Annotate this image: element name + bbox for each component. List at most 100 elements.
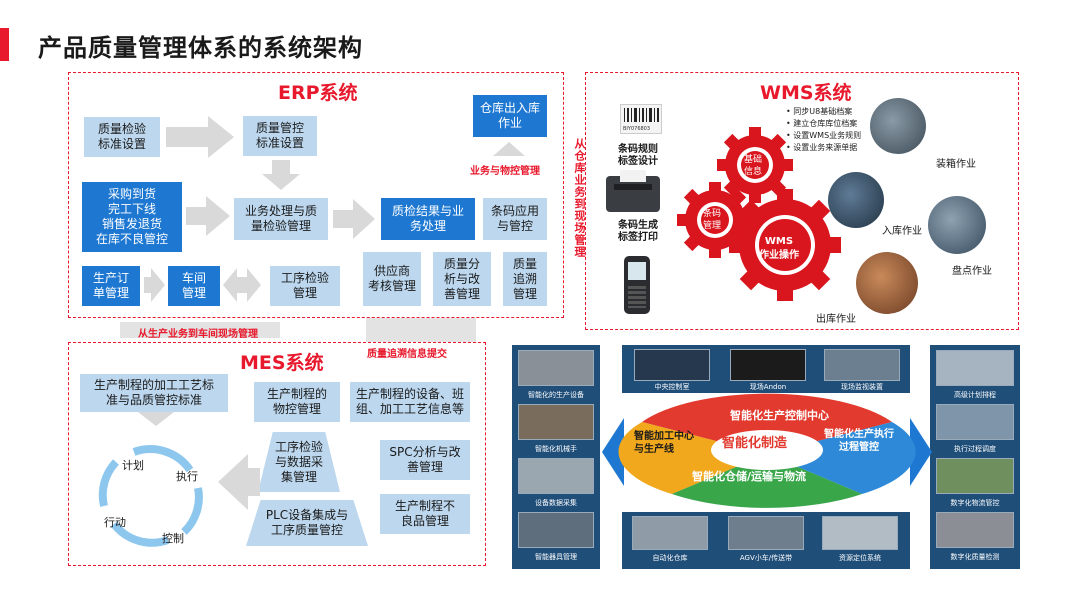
wms-bullets: • 同步U8基础档案 • 建立仓库库位档案 • 设置WMS业务规则 • 设置业务… <box>786 106 861 154</box>
mes-material-mgmt: 生产制程的 物控管理 <box>254 382 340 422</box>
erp-qc-control-std: 质量管控 标准设置 <box>243 116 317 156</box>
wms-op-packing: 装箱作业 <box>936 159 976 170</box>
thumb-label: 资源定位系统 <box>839 554 881 562</box>
smart-top: 智能化生产控制中心 <box>730 409 829 422</box>
wms-bullet: • 设置业务来源单据 <box>786 143 858 152</box>
erp-barcode-app: 条码应用 与管控 <box>483 198 547 240</box>
arrow-band-up <box>366 318 476 342</box>
erp-biz-quality: 业务处理与质 量检验管理 <box>234 198 328 240</box>
barcode-icon <box>624 108 659 122</box>
side-label: 从仓库业务到现场管理 <box>573 138 586 258</box>
thumb-label: 高级计划排程 <box>954 391 996 399</box>
arrow-right <box>333 210 355 228</box>
arrow-right <box>144 277 152 293</box>
wms-op-inbound: 入库作业 <box>882 226 922 237</box>
erp-title: ERP系统 <box>278 82 358 104</box>
wms-barcode-print: 条码生成 标签打印 <box>618 220 658 243</box>
arrow-head-left <box>218 454 248 510</box>
arrow-head-down <box>138 412 174 426</box>
arrow-head <box>262 174 300 190</box>
thumb-central-control <box>634 349 710 381</box>
smart-center: 智能化制造 <box>722 436 788 451</box>
arrow-down <box>272 160 290 174</box>
mes-panel <box>68 342 486 566</box>
thumb-aps <box>936 350 1014 386</box>
mes-process-std: 生产制程的加工工艺标 准与品质管控标准 <box>80 374 228 412</box>
wms-panel <box>585 72 1019 330</box>
thumb-label: 自动化仓库 <box>652 554 688 562</box>
label-biz-material: 业务与物控管理 <box>470 166 540 177</box>
thumb-smart-equipment <box>518 350 594 386</box>
thumb-label: 数字化物流管控 <box>950 499 1000 507</box>
printer-label <box>620 170 646 182</box>
thumb-tooling <box>518 512 594 548</box>
printer-slot <box>614 184 652 190</box>
thumb-label: 智能化的生产设备 <box>528 391 584 399</box>
wms-bullet: • 设置WMS业务规则 <box>786 131 862 140</box>
arrow-head <box>206 196 230 236</box>
outbound-photo <box>856 252 918 314</box>
erp-process-inspect: 工序检验 管理 <box>270 266 340 306</box>
thumb-data-collect <box>518 458 594 494</box>
scanner-keypad <box>628 286 646 308</box>
arrow-head-left <box>223 268 237 302</box>
thumb-label: 智能器具管理 <box>535 553 577 561</box>
label-trace-submit: 质量追溯信息提交 <box>367 349 447 360</box>
thumb-agv <box>728 516 804 550</box>
erp-qc-result: 质检结果与业 务处理 <box>381 198 475 240</box>
label-printer-image <box>606 170 660 212</box>
smart-right: 智能化生产执行 过程管控 <box>824 429 894 453</box>
barcode-label: BIY076803 <box>620 104 662 134</box>
erp-supplier: 供应商 考核管理 <box>363 252 421 306</box>
wms-op-stocktake: 盘点作业 <box>952 266 992 277</box>
arrow-head <box>247 268 261 302</box>
mes-process-data: 工序检验 与数据采 集管理 <box>258 432 340 492</box>
pdca-do: 执行 <box>176 470 198 483</box>
mes-equipment-info: 生产制程的设备、班 组、加工工艺信息等 <box>350 382 470 422</box>
thumb-label: 现场监视装置 <box>841 383 883 391</box>
arrow-left-body <box>246 468 260 496</box>
arrow-up <box>493 142 525 156</box>
thumb-robot-arm <box>518 404 594 440</box>
arrow-head <box>151 268 165 302</box>
gear-wms-ops: WMS 作业操作 <box>759 236 799 261</box>
mes-spc: SPC分析与改 善管理 <box>380 440 470 480</box>
wms-bullet: • 建立仓库库位档案 <box>786 119 858 128</box>
label-prod-to-workshop: 从生产业务到车间现场管理 <box>138 329 258 340</box>
inbound-photo <box>828 172 884 228</box>
arrow-double <box>237 277 247 293</box>
erp-quality-trace: 质量 追溯 管理 <box>503 252 547 306</box>
pdca-cycle <box>98 445 203 547</box>
smart-left: 智能加工中心 与生产线 <box>634 431 694 455</box>
packing-photo <box>870 98 926 154</box>
thumb-auto-warehouse <box>632 516 708 550</box>
stocktake-photo <box>928 196 986 254</box>
thumb-label: 中央控制室 <box>654 383 690 391</box>
thumb-label: 执行过程调度 <box>954 445 996 453</box>
thumb-logistics <box>936 458 1014 494</box>
thumb-label: 设备数据采集 <box>535 499 577 507</box>
wms-bullet: • 同步U8基础档案 <box>786 107 853 116</box>
erp-purchase: 采购到货 完工下线 销售发退货 在库不良管控 <box>82 182 182 252</box>
thumb-label: 现场Andon <box>749 383 787 391</box>
scanner-screen <box>628 262 646 280</box>
thumb-label: 智能化机械手 <box>535 445 577 453</box>
erp-warehouse-op: 仓库出入库 作业 <box>473 95 547 137</box>
page-title: 产品质量管理体系的系统架构 <box>38 34 363 62</box>
smart-bottom: 智能化仓储/运输与物流 <box>692 470 807 483</box>
title-accent-bar <box>0 28 9 61</box>
arrow-right <box>166 127 210 147</box>
wms-op-outbound: 出库作业 <box>816 314 856 325</box>
arrow-head <box>353 199 375 239</box>
arrow-right <box>186 207 208 225</box>
erp-quality-analysis: 质量分 析与改 善管理 <box>433 252 491 306</box>
thumb-dispatch <box>936 404 1014 440</box>
mes-title: MES系统 <box>240 352 324 374</box>
thumb-label: 数字化质量检测 <box>950 553 1000 561</box>
gear-basic-info: 基础 信息 <box>744 155 763 177</box>
smart-center-disc <box>602 393 932 508</box>
thumb-quality-inspect <box>936 512 1014 548</box>
barcode-number: BIY076803 <box>623 126 651 132</box>
thumb-label: AGV小车/传送带 <box>739 554 793 562</box>
